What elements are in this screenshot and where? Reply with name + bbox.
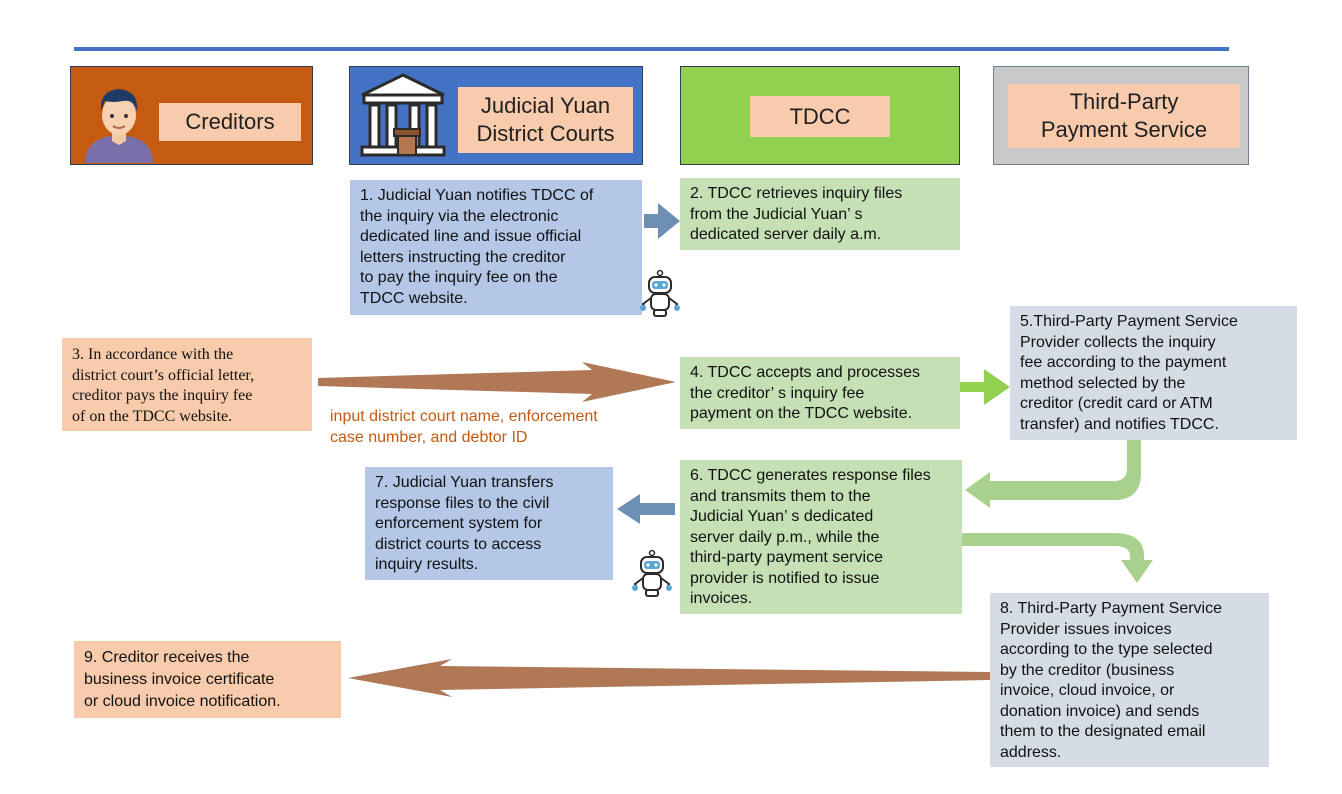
courthouse-icon — [360, 73, 446, 157]
step-8-box: 8. Third-Party Payment Service Provider … — [990, 593, 1269, 767]
arrow-6-to-8 — [962, 533, 1153, 583]
step-5-box: 5.Third-Party Payment Service Provider c… — [1010, 306, 1297, 440]
step-6-box: 6. TDCC generates response files and tra… — [680, 460, 962, 614]
step-9-box: 9. Creditor receives the business invoic… — [74, 641, 341, 718]
arrow-4-to-5 — [960, 369, 1010, 405]
step-2-box: 2. TDCC retrieves inquiry files from the… — [680, 178, 960, 250]
third-party-header: Third-Party Payment Service — [993, 66, 1249, 165]
step-3-box: 3. In accordance with the district court… — [62, 338, 312, 431]
step-4-box: 4. TDCC accepts and processes the credit… — [680, 357, 960, 429]
arrow-3-to-4 — [318, 362, 676, 402]
creditors-header: Creditors — [70, 66, 313, 165]
courts-header: Judicial Yuan District Courts — [349, 66, 643, 165]
arrow-6-to-7 — [617, 494, 675, 524]
third-party-label: Third-Party Payment Service — [1008, 84, 1240, 148]
robot-icon — [632, 550, 672, 597]
step-1-box: 1. Judicial Yuan notifies TDCC of the in… — [350, 180, 642, 315]
step-7-box: 7. Judicial Yuan transfers response file… — [365, 467, 613, 580]
top-divider-line — [74, 47, 1229, 51]
input-fields-note: input district court name, enforcement c… — [330, 408, 598, 446]
courts-label: Judicial Yuan District Courts — [458, 87, 633, 153]
arrow-5-to-6 — [965, 440, 1141, 508]
arrow-8-to-9 — [348, 659, 990, 697]
creditors-label: Creditors — [159, 103, 301, 141]
tdcc-label: TDCC — [750, 96, 890, 137]
tdcc-header: TDCC — [680, 66, 960, 165]
robot-icon — [640, 270, 680, 317]
arrow-1-to-2 — [644, 203, 680, 239]
person-avatar-icon — [85, 89, 153, 163]
